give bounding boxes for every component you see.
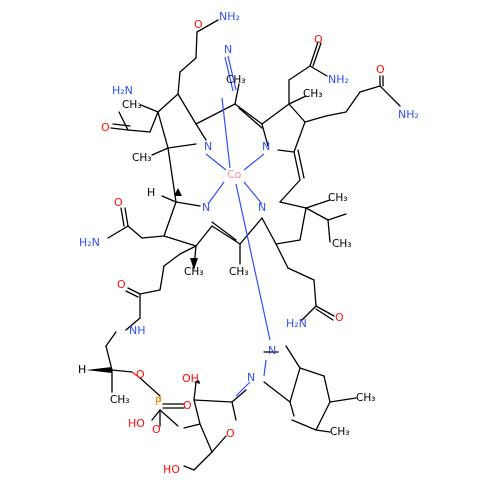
phosphate-o-bridge: O: [152, 423, 161, 436]
methyl-d: CH₃: [184, 266, 203, 278]
amide-nh2-midleft: H₂N: [79, 236, 100, 249]
phosphate-oh: HO: [128, 417, 145, 430]
methyl-benz-2: CH₃: [330, 426, 349, 438]
amide-nh2-upright: NH₂: [328, 73, 349, 86]
amide-o-farright: O: [376, 63, 385, 76]
stereo-bonds: [86, 188, 200, 384]
methyl-b: CH₃: [303, 88, 322, 100]
ring-n-a: N: [204, 140, 212, 153]
amide-o-top: O: [194, 18, 203, 31]
amide-o-left: O: [101, 121, 110, 134]
amide-o-upright: O: [314, 33, 323, 46]
amide-nh2-top: NH₂: [219, 10, 240, 23]
stereo-h-linker: H: [78, 363, 86, 376]
amide-nh2-left: H₂N: [112, 84, 133, 97]
methyl-c2: CH₃: [332, 238, 351, 250]
amide-o-midleft: O: [114, 196, 123, 209]
benzimidazole-n1: N: [247, 371, 255, 384]
methyl-top: CH₃: [226, 74, 245, 86]
cobalt-atom: Co: [227, 168, 242, 181]
ring-n-c: N: [258, 201, 266, 214]
methyl-linker: CH₃: [110, 394, 129, 406]
nitrile-n: N: [224, 43, 232, 56]
methyl-a1: CH₃: [122, 99, 141, 111]
benzimidazole-n3: N: [268, 344, 276, 357]
hetero-bonds: [131, 55, 271, 402]
linker-nh: NH: [129, 324, 146, 337]
amide-nh2-lower: H₂N: [286, 317, 307, 330]
methyl-c1: CH₃: [328, 192, 347, 204]
ring-n-d: N: [202, 201, 210, 214]
carbon-bonds: [93, 19, 401, 471]
phosphorus-atom: P: [155, 395, 162, 408]
amide-o-lower: O: [335, 311, 344, 324]
amide-nh2-farright: NH₂: [398, 108, 419, 121]
phosphate-o-double: O: [183, 399, 192, 412]
methyl-bridge: CH₃: [229, 266, 248, 278]
atom-labels: NH₂ O N H₂N O O NH₂ O NH₂ N N N N Co H O…: [78, 10, 419, 476]
methyl-benz-1: CH₃: [356, 392, 375, 404]
stereo-h: H: [147, 186, 155, 199]
ribose-ring-o: O: [226, 427, 235, 440]
ring-n-b: N: [262, 140, 270, 153]
methyl-a2: CH₃: [132, 152, 151, 164]
linker-o: O: [117, 278, 126, 291]
ribose-ho: HO: [163, 463, 180, 476]
ribose-oh: OH: [182, 372, 199, 385]
ester-o: O: [136, 368, 145, 381]
